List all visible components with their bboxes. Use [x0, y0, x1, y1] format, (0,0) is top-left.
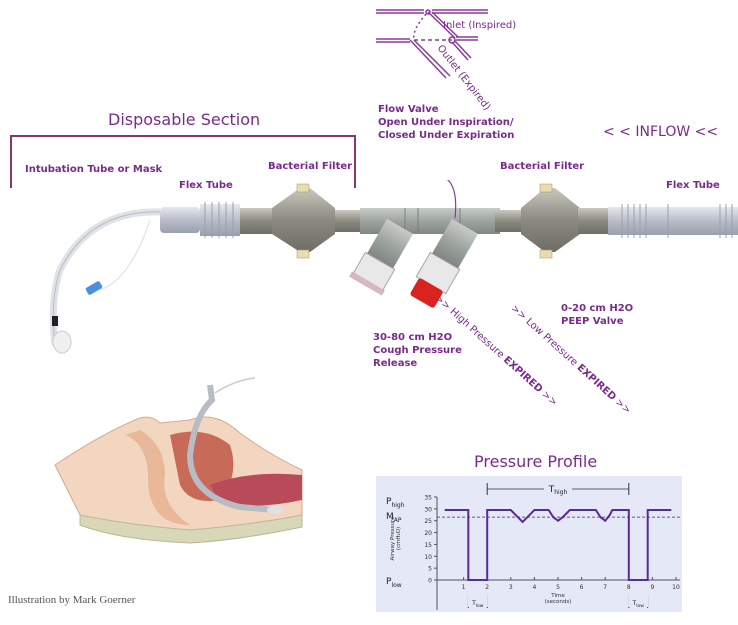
peep-valve-line-2: PEEP Valve: [561, 316, 624, 327]
x-tick-label: 3: [509, 584, 513, 591]
flow-valve-line-3: Closed Under Expiration: [378, 130, 515, 141]
spine: [79, 514, 303, 544]
x-axis-label: Time(seconds): [545, 593, 572, 605]
flow-valve-line-2: Open Under Inspiration/: [378, 117, 514, 128]
x-tick-label: 4: [532, 584, 536, 591]
peep-valve-cap: [410, 278, 443, 308]
x-tick-label: 5: [556, 584, 560, 591]
x-tick-label: 8: [627, 584, 631, 591]
flow-valve-manifold: [335, 208, 521, 234]
inlet-label: Inlet (Inspired): [443, 20, 516, 31]
pilot-balloon: [85, 281, 103, 295]
cough-valve-line-3: Release: [373, 358, 418, 369]
intubation-tube-label: Intubation Tube or Mask: [25, 164, 163, 175]
x-tick-label: 6: [580, 584, 584, 591]
cough-valve-line-2: Cough Pressure: [373, 345, 462, 356]
peep-valve: [410, 218, 478, 308]
y-tick-label: 25: [424, 518, 432, 525]
illustration-credit: Illustration by Mark Goerner: [8, 594, 136, 606]
valve-inset-diagram: Inlet (Inspired) Outlet (Expired): [376, 9, 516, 110]
flex-tube-left: [160, 202, 240, 238]
disposable-section-bracket: [10, 135, 356, 188]
y-tick-label: 20: [424, 530, 432, 537]
inflow-label: < < INFLOW <<: [603, 124, 719, 140]
airway-anatomy-illustration: [54, 377, 303, 544]
flow-valve-label: Flow Valve Open Under Inspiration/ Close…: [378, 103, 514, 142]
x-tick-label: 1: [462, 584, 466, 591]
pilot-line: [99, 219, 151, 291]
y-tick-label: 5: [428, 566, 432, 573]
x-tick-label: 10: [672, 584, 680, 591]
cough-pressure-valve: [349, 218, 413, 296]
trachea: [210, 473, 302, 506]
inserted-tube: [186, 384, 276, 513]
y-tick-label: 15: [424, 542, 432, 549]
pressure-trace: [444, 509, 672, 581]
high-pressure-arrow-tail: >>: [539, 389, 560, 409]
chart-background: [376, 476, 682, 612]
bacterial-filter-right-label: Bacterial Filter: [500, 161, 585, 172]
tube-marker: [52, 316, 58, 326]
peep-valve-label: 0-20 cm H2O PEEP Valve: [561, 302, 633, 328]
low-pressure-arrow-tail: >>: [612, 396, 633, 417]
pressure-profile-title: Pressure Profile: [474, 452, 598, 471]
annotation-p-low: Plow: [386, 577, 402, 589]
x-tick-label: 7: [603, 584, 607, 591]
flex-tube-right-label: Flex Tube: [666, 180, 720, 191]
annotation-t-low: Tlow: [632, 600, 645, 609]
y-tick-label: 0: [428, 578, 432, 585]
flow-valve-pointer: [446, 180, 457, 219]
annotation-p-high: Phigh: [386, 497, 405, 509]
x-tick-label: 9: [650, 584, 654, 591]
bacterial-filter-left-label: Bacterial Filter: [268, 161, 353, 172]
tube-cuff: [52, 330, 72, 354]
y-axis-label: Airway Pressure(cmH₂O): [390, 516, 402, 561]
annotation-m-ap: MAP: [386, 512, 402, 524]
disposable-section-title: Disposable Section: [108, 110, 261, 129]
cough-valve-line-1: 30-80 cm H2O: [373, 332, 453, 343]
flex-tube-left-label: Flex Tube: [179, 180, 233, 191]
y-tick-label: 35: [424, 495, 432, 502]
pressure-profile-chart: 0 5 10 15 20 25 30 35 1 2 3 4 5 6 7 8 9 10 Airway Pressure…: [376, 476, 682, 612]
outlet-label: Outlet (Expired): [435, 43, 493, 110]
peep-valve-line-1: 0-20 cm H2O: [561, 303, 634, 314]
circuit-illustration: [49, 180, 738, 354]
y-tick-label: 10: [424, 554, 432, 561]
y-tick-label: 30: [424, 506, 432, 513]
annotation-t-low: Tlow: [471, 600, 484, 609]
flow-valve-line-1: Flow Valve: [378, 104, 439, 115]
cough-valve-label: 30-80 cm H2O Cough Pressure Release: [373, 331, 462, 370]
inlet-flap: [427, 11, 456, 39]
endotracheal-tube: [49, 208, 161, 354]
outlet-flap: [409, 39, 447, 79]
bacterial-filter-left: [240, 183, 335, 259]
flex-tube-right: [608, 204, 738, 238]
x-tick-label: 2: [485, 584, 489, 591]
bacterial-filter-right: [521, 183, 608, 259]
tongue: [125, 430, 190, 525]
annotation-t-high: Thigh: [548, 485, 568, 496]
